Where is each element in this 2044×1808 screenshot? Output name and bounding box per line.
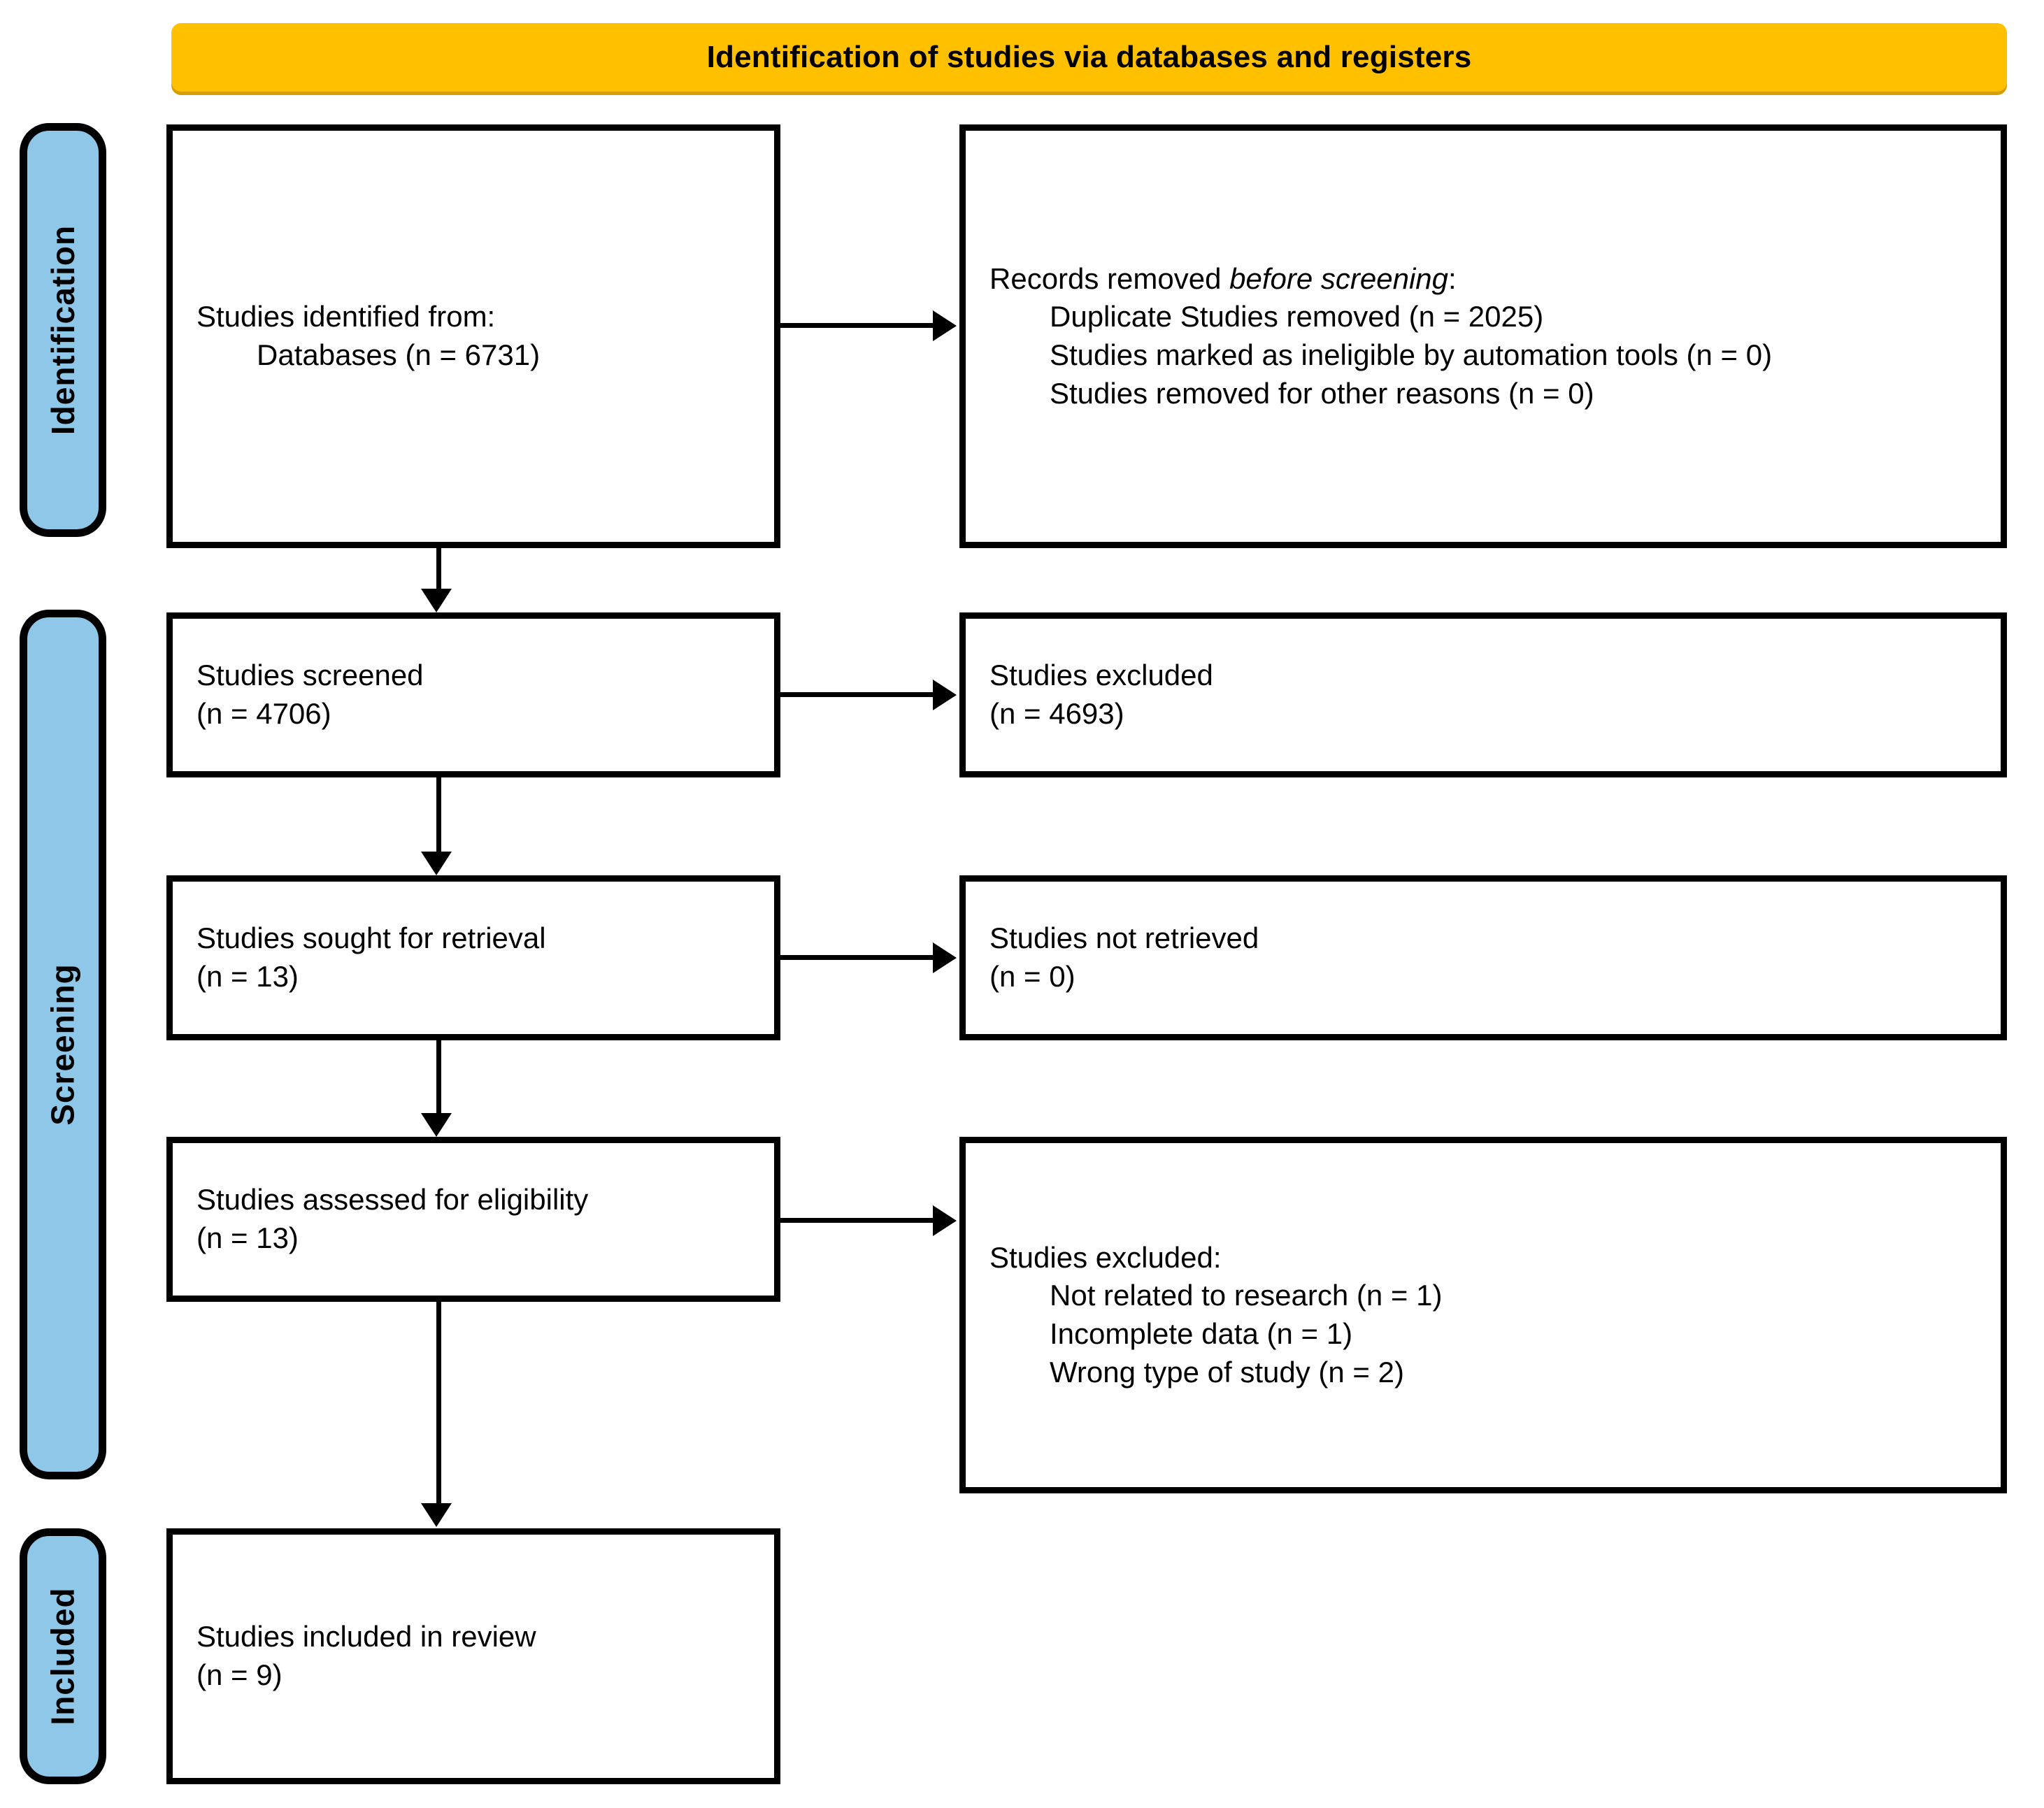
- diagram-title: Identification of studies via databases …: [706, 40, 1472, 74]
- removed-heading-post: :: [1448, 261, 1457, 295]
- box-line-assessed-count: (n = 13): [196, 1221, 299, 1254]
- box-line-removed-other: Studies removed for other reasons (n = 0…: [1050, 376, 1594, 410]
- box-line-excluded-not-related: Not related to research (n = 1): [1050, 1279, 1443, 1312]
- box-line-sought-count: (n = 13): [196, 960, 299, 993]
- removed-heading-pre: Records removed: [989, 261, 1230, 295]
- box-line-screened-label: Studies screened: [196, 659, 424, 692]
- box-records-removed: Records removed before screening: Duplic…: [959, 124, 2007, 548]
- stage-pill-screening: Screening: [20, 610, 106, 1479]
- connector-sought-to-not-retrieved: [780, 955, 934, 960]
- connector-identified-to-screened: [436, 548, 441, 590]
- arrowhead-right-icon-excluded-screening: [933, 680, 957, 710]
- box-line-notretrieved-label: Studies not retrieved: [989, 921, 1259, 955]
- stage-label-identification: Identification: [45, 224, 82, 436]
- box-studies-excluded-eligibility: Studies excluded: Not related to researc…: [959, 1137, 2007, 1493]
- removed-heading-italic: before screening: [1229, 261, 1449, 295]
- box-line-removed-duplicates: Duplicate Studies removed (n = 2025): [1050, 300, 1544, 333]
- box-line-identified-databases: Databases (n = 6731): [257, 338, 541, 371]
- box-line-removed-automation: Studies marked as ineligible by automati…: [1050, 338, 1773, 371]
- connector-assessed-to-included: [436, 1302, 441, 1505]
- arrowhead-down-icon-included: [421, 1503, 452, 1527]
- box-line-included-count: (n = 9): [196, 1658, 283, 1691]
- box-studies-screened: Studies screened (n = 4706): [166, 612, 780, 777]
- diagram-header-banner: Identification of studies via databases …: [171, 23, 2007, 92]
- box-line-assessed-label: Studies assessed for eligibility: [196, 1183, 589, 1217]
- arrowhead-right-icon-excluded-eligibility: [933, 1205, 957, 1236]
- box-line-identified-heading: Studies identified from:: [196, 300, 496, 333]
- connector-screened-to-excluded: [780, 692, 934, 697]
- stage-pill-identification: Identification: [20, 123, 106, 537]
- box-studies-sought-for-retrieval: Studies sought for retrieval (n = 13): [166, 875, 780, 1040]
- arrowhead-right-icon-removed: [933, 310, 957, 341]
- box-line-excluded-screening-label: Studies excluded: [989, 659, 1213, 692]
- stage-label-included: Included: [45, 1587, 81, 1726]
- box-studies-assessed-for-eligibility: Studies assessed for eligibility (n = 13…: [166, 1137, 780, 1302]
- box-line-excluded-screening-count: (n = 4693): [989, 697, 1124, 730]
- box-studies-included-in-review: Studies included in review (n = 9): [166, 1528, 780, 1784]
- connector-screened-to-sought: [436, 777, 441, 853]
- box-studies-excluded-screening: Studies excluded (n = 4693): [959, 612, 2007, 777]
- box-line-removed-heading: Records removed before screening:: [989, 260, 1977, 299]
- arrowhead-down-icon-assessed: [421, 1113, 452, 1137]
- box-line-excluded-wrong-type: Wrong type of study (n = 2): [1050, 1355, 1404, 1389]
- arrowhead-down-icon-sought: [421, 852, 452, 875]
- box-line-screened-count: (n = 4706): [196, 697, 331, 730]
- stage-label-screening: Screening: [45, 963, 82, 1126]
- box-line-excluded-eligibility-heading: Studies excluded:: [989, 1240, 1222, 1274]
- box-line-excluded-incomplete-data: Incomplete data (n = 1): [1050, 1317, 1353, 1350]
- box-line-notretrieved-count: (n = 0): [989, 960, 1075, 993]
- box-studies-not-retrieved: Studies not retrieved (n = 0): [959, 875, 2007, 1040]
- connector-identified-to-removed: [780, 323, 934, 328]
- connector-sought-to-assessed: [436, 1040, 441, 1113]
- box-line-sought-label: Studies sought for retrieval: [196, 921, 546, 955]
- arrowhead-down-icon-screened: [421, 589, 452, 612]
- connector-assessed-to-excluded: [780, 1218, 934, 1223]
- stage-pill-included: Included: [20, 1528, 106, 1784]
- box-line-included-label: Studies included in review: [196, 1620, 536, 1653]
- box-studies-identified: Studies identified from: Databases (n = …: [166, 124, 780, 548]
- arrowhead-right-icon-not-retrieved: [933, 942, 957, 973]
